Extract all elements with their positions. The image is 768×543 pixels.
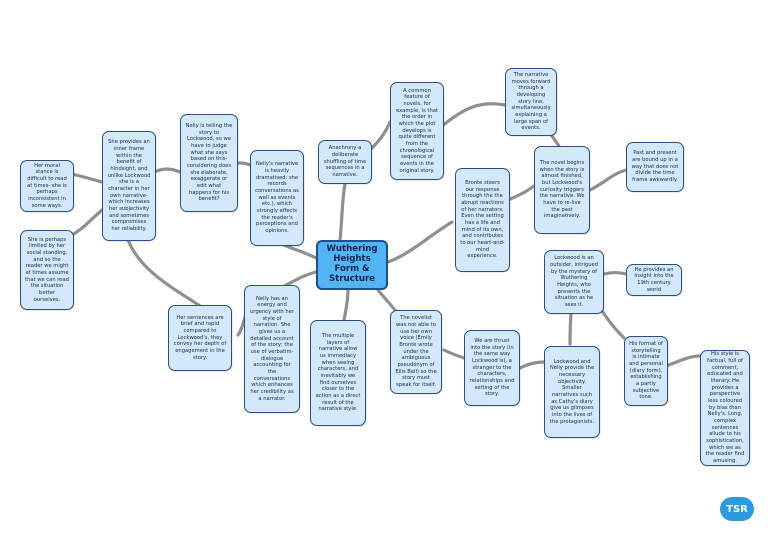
node-insight-19th[interactable]: He provides an insight into the 19th cen… [626, 264, 682, 296]
node-story-finished[interactable]: The novel begins when the story is almos… [534, 146, 590, 234]
node-dramatised[interactable]: Nelly's narrative is heavily dramatised:… [250, 150, 304, 246]
link-central-bronte [386, 220, 454, 264]
node-sentences[interactable]: Her sentences are brief and rapid compar… [168, 305, 232, 371]
node-lockwood-outsider[interactable]: Lockwood is an outsider, intrigued by th… [544, 250, 604, 314]
node-novelist[interactable]: The novelist was not able to use her own… [390, 310, 442, 394]
link-thrust-objectivity [518, 360, 546, 370]
link-inner-frame-sentences [126, 238, 202, 308]
node-anachrony[interactable]: Anachrony-a deliberate shuffling of time… [318, 140, 372, 184]
node-multiple-layers[interactable]: The multiple layers of narrative allow u… [310, 320, 366, 426]
central-topic[interactable]: Wuthering Heights Form & Structure [316, 240, 388, 290]
node-storytelling-format[interactable]: His format of storytelling is intimate a… [624, 336, 668, 406]
node-nelly-telling[interactable]: Nelly is telling the story to Lockwood, … [180, 114, 238, 212]
link-lockwood-insight [602, 270, 628, 276]
link-anachrony-common [370, 120, 392, 150]
central-title: Wuthering Heights Form & Structure [326, 244, 378, 284]
node-his-style[interactable]: His style is factual, full of comment, e… [700, 350, 750, 466]
link-storytelling-style [664, 354, 702, 368]
node-moral-stance[interactable]: Her moral stance is difficult to read at… [20, 160, 74, 212]
node-inner-frame[interactable]: She provides an inner frame within the b… [102, 131, 156, 241]
link-story-past [588, 168, 628, 192]
link-central-multiple [342, 288, 350, 322]
link-common-moves [440, 102, 507, 128]
node-moves-forward[interactable]: The narrative moves forward through a de… [505, 68, 557, 136]
node-social-standing[interactable]: She is perhaps limited by her social sta… [20, 230, 74, 310]
link-novelist-thrust [442, 348, 466, 360]
node-past-present[interactable]: Past and present are bound up in a way t… [626, 142, 684, 192]
link-nelly-telling-inner-frame [152, 167, 182, 174]
node-common-feature[interactable]: A common feature of novels, for example,… [390, 82, 444, 180]
link-bronte-story [506, 184, 536, 202]
node-objectivity[interactable]: Lockwood and Nelly provide the necessary… [544, 346, 600, 438]
link-inner-frame-social [68, 208, 104, 238]
node-bronte-steers[interactable]: Bronte steers our response through the t… [455, 168, 510, 272]
link-inner-frame-moral [70, 172, 104, 184]
tsr-logo: TSR [720, 497, 754, 521]
link-central-anachrony [338, 182, 347, 242]
node-energy-urgency[interactable]: Nelly has an energy and urgency with her… [244, 285, 300, 413]
node-thrust-into[interactable]: We are thrust into the story (in the sam… [464, 330, 520, 406]
